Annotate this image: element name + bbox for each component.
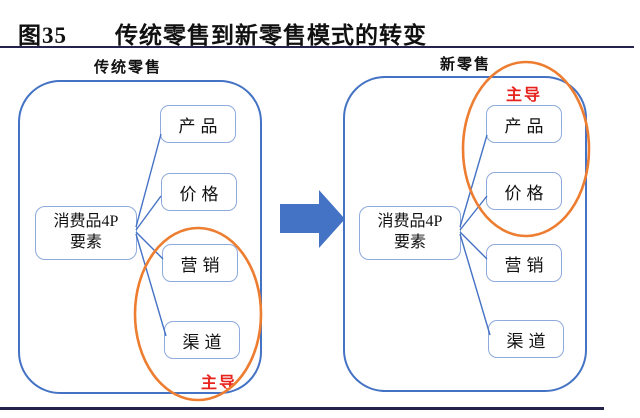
right-4p-core-line1: 消费品4P: [377, 213, 443, 231]
right-4p-core-line2: 要素: [393, 234, 426, 251]
right-item-price: 价格: [486, 172, 562, 210]
left-4p-core-line1: 消费品4P: [53, 213, 119, 231]
figure-title: 传统零售到新零售模式的转变: [115, 23, 427, 48]
header-divider-line: [0, 46, 634, 48]
right-item-marketing: 营销: [486, 244, 562, 282]
left-item-channel: 渠道: [164, 321, 240, 359]
right-item-channel: 渠道: [488, 320, 564, 358]
traditional-retail-label: 传统零售: [94, 60, 163, 76]
right-item-product: 产品: [486, 105, 562, 143]
right-4p-core-box: 消费品4P 要素: [359, 206, 461, 260]
figure-header: 图35 传统零售到新零售模式的转变: [18, 16, 618, 50]
right-dominant-label: 主导: [506, 87, 543, 104]
left-dominant-label: 主导: [201, 375, 238, 392]
left-4p-core-line2: 要素: [69, 234, 102, 251]
left-item-product: 产品: [160, 105, 236, 143]
left-4p-core-box: 消费品4P 要素: [35, 206, 137, 260]
left-item-price: 价格: [161, 173, 237, 211]
transition-arrow-icon: [280, 190, 345, 248]
figure-number: 图35: [18, 23, 67, 48]
new-retail-label: 新零售: [440, 57, 492, 73]
left-item-marketing: 营销: [162, 244, 238, 282]
footer-divider-line: [0, 407, 604, 410]
